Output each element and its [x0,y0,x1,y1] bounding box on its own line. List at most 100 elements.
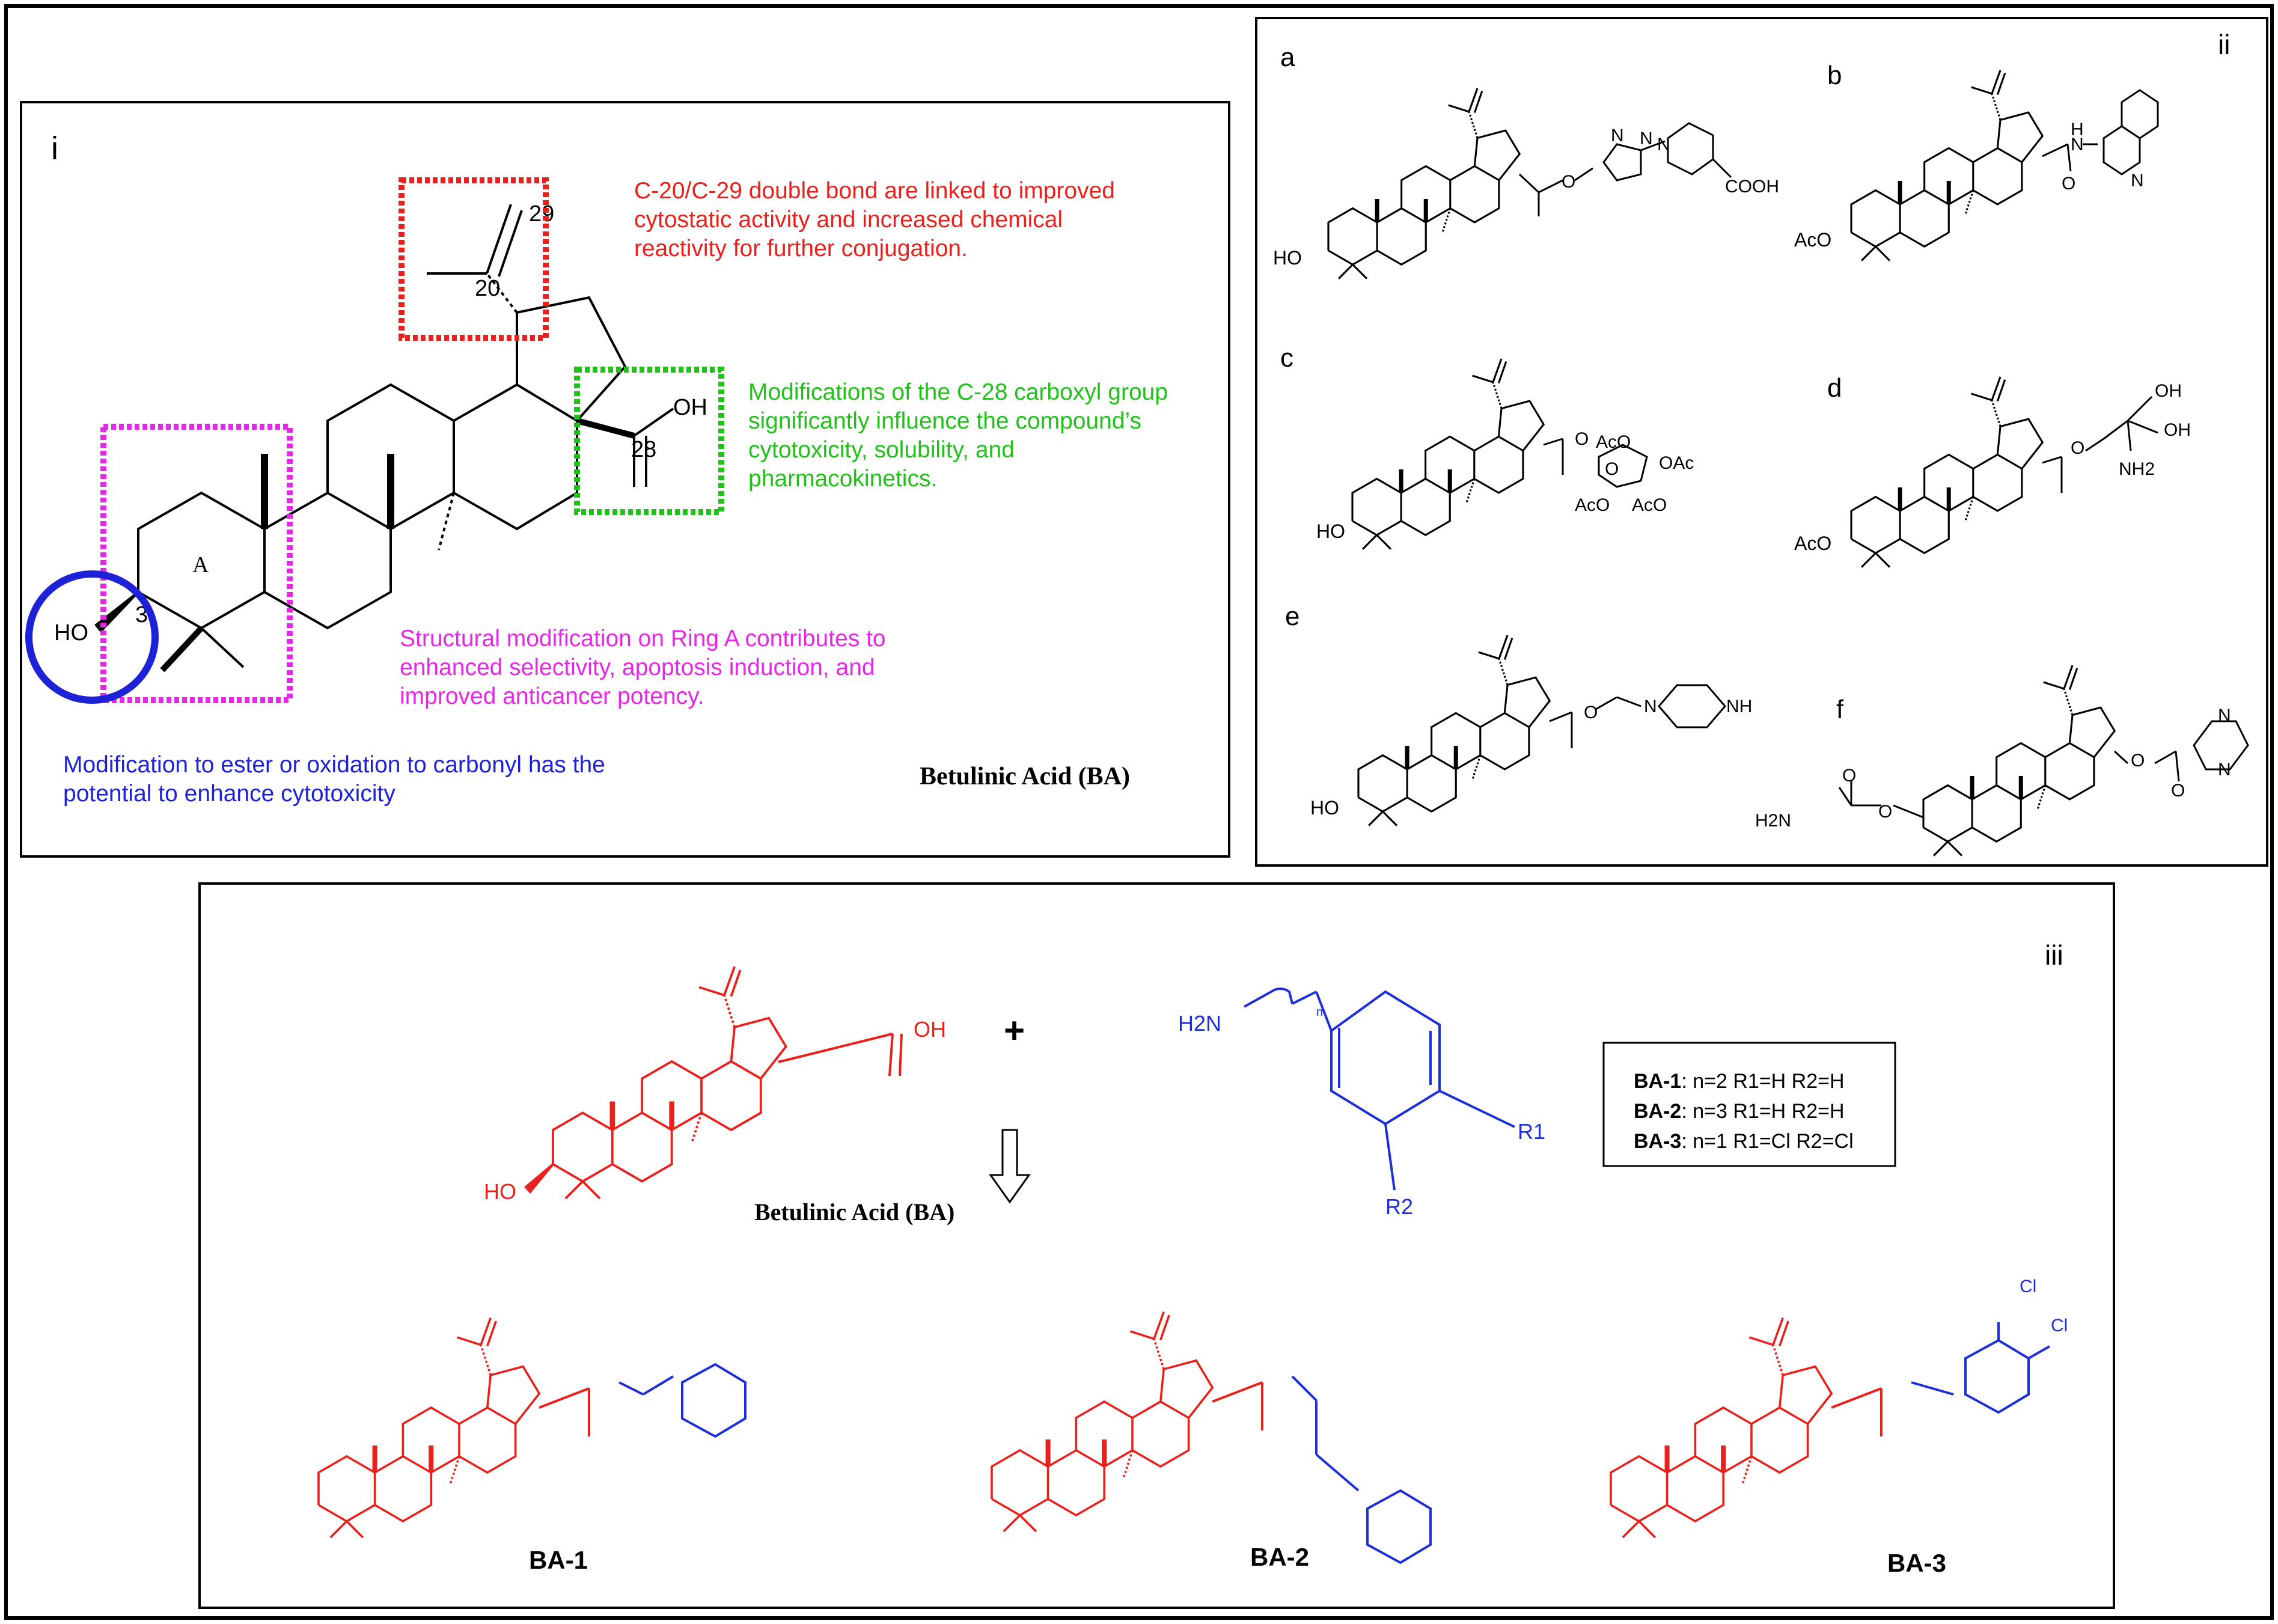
compound-d-oh2: OH [2164,420,2191,440]
panel-ii: ii a HO O N N N COOH b [1255,17,2268,867]
compound-c-aco2: AcO [1575,495,1610,515]
compound-b-n: N [2071,135,2084,154]
compound-f-h2n: H2N [1755,811,1791,831]
compound-c-oac: OAc [1659,453,1694,473]
outer-frame [4,4,2274,1620]
compound-b-n2: N [2131,171,2144,191]
ring-a-label: A [192,552,209,578]
compound-f-o2: O [2171,781,2185,801]
annotation-green-line-2: significantly influence the compound’s [748,408,1141,434]
compound-a-o: O [1562,172,1575,192]
product-ba3-structure: Cl Cl BA-3 [1611,1277,2068,1577]
compound-a-letter: a [1280,43,1295,72]
panel-iii-frame [198,882,2115,1609]
compound-f-n1: N [2218,706,2231,725]
compound-f-o3: O [1842,766,1856,786]
compound-name-ba: Betulinic Acid (BA) [920,763,1130,790]
annotation-ring-a: Structural modification on Ring A contri… [400,626,892,709]
compound-c-letter: c [1280,343,1293,373]
compound-c-o: O [1575,429,1589,449]
annotation-green-line-3: cytotoxicity, solubility, and [748,437,1015,463]
compound-d: d AcO O OH OH NH2 [1794,373,2191,567]
annotation-magenta-line-3: improved anticancer potency. [400,683,704,709]
plus-sign: + [1004,1010,1025,1051]
compound-d-o: O [2071,438,2084,458]
compound-f-letter: f [1836,695,1844,724]
compound-d-letter: d [1827,373,1842,403]
highlight-c3-circle [25,570,159,704]
legend-ba3: BA-3: n=1 R1=Cl R2=Cl [1634,1130,1854,1153]
series-legend: BA-1: n=2 R1=H R2=H BA-2: n=3 R1=H R2=H … [1602,1042,1896,1167]
compound-e-n: N [1644,697,1657,716]
product-ba1-structure: BA-1 [319,1318,747,1574]
compound-a-n2: N [1640,129,1653,148]
reactant-ba-name: Betulinic Acid (BA) [754,1198,954,1226]
compound-a-n1: N [1611,126,1624,145]
annotation-red-line-3: reactivity for further conjugation. [634,236,968,261]
legend-ba2-name: BA-2 [1634,1100,1681,1123]
atom-c29: 29 [529,201,554,227]
legend-box [1602,1042,1896,1167]
product-ba1-name: BA-1 [529,1546,588,1574]
panel-i-frame [20,101,1230,858]
annotation-red-line-2: cytostatic activity and increased chemic… [634,207,1063,233]
compound-c: c HO O AcO OAc AcO AcO O [1280,343,1694,549]
compound-b-h: H [2071,120,2084,139]
compound-f-r3: O [1878,802,1892,822]
compound-b-r3: AcO [1794,229,1831,251]
product-ba3-cl1: Cl [2020,1277,2036,1296]
compound-a-r3: HO [1273,247,1302,269]
reactant-ba-oh: OH [914,1017,946,1042]
annotation-double-bond: C-20/C-29 double bond are linked to impr… [634,178,1122,261]
compound-c-aco3: AcO [1632,495,1667,515]
panel-iii-label: iii [2045,939,2063,971]
compound-d-nh2: NH2 [2119,459,2155,479]
amine-h2n: H2N [1178,1011,1221,1036]
annotation-magenta-line-2: enhanced selectivity, apoptosis inductio… [400,655,875,680]
product-ba2-structure: BA-2 [992,1312,1432,1571]
legend-ba1-rest: : n=2 R1=H R2=H [1681,1070,1844,1093]
annotation-blue-line-2: potential to enhance cytotoxicity [63,781,395,807]
compound-b-o: O [2062,174,2075,194]
compound-d-r3: AcO [1794,533,1831,554]
legend-ba2: BA-2: n=3 R1=H R2=H [1634,1100,1845,1123]
amine-reactant-structure [1244,988,1515,1191]
compound-e-letter: e [1285,602,1299,631]
reaction-arrow [989,1129,1031,1204]
panel-iii: iii OH HO Betulinic Acid (BA) + [198,882,2115,1609]
compound-f-o: O [2131,751,2145,771]
compound-f-n2: N [2218,760,2231,780]
product-ba3-name: BA-3 [1887,1549,1946,1577]
compound-a-n3: N [1657,135,1670,154]
atom-c28: 28 [631,437,656,462]
amine-r2: R2 [1385,1194,1413,1219]
annotation-green-line-1: Modifications of the C-28 carboxyl group [748,379,1168,405]
compound-b: b AcO O H N N [1794,61,2159,261]
product-ba2-name: BA-2 [1250,1543,1309,1571]
panel-i-label: i [51,130,58,166]
annotation-magenta-line-1: Structural modification on Ring A contri… [400,626,886,652]
product-ba3-cl2: Cl [2051,1316,2068,1336]
annotation-carboxyl: Modifications of the C-28 carboxyl group… [748,379,1174,492]
highlight-carboxyl-box [574,367,724,515]
ba-structure-large [94,204,674,673]
panel-i: i [20,101,1230,858]
legend-ba3-rest: : n=1 R1=Cl R2=Cl [1681,1130,1853,1153]
reactant-ba-ho: HO [484,1179,516,1204]
compound-e-nh: NH [1726,697,1752,716]
compound-c-aco1: AcO [1596,432,1631,452]
compound-a-cooh: COOH [1725,177,1779,197]
panel-ii-label: ii [2218,29,2230,60]
panel-ii-frame [1255,17,2268,867]
amine-n: n [1316,1006,1323,1019]
compound-a: a HO O N N N COOH [1273,43,1779,279]
compound-e: e HO O N NH [1285,602,1752,826]
annotation-red-line-1: C-20/C-29 double bond are linked to impr… [634,178,1115,204]
reactant-ba-structure: OH HO Betulinic Acid (BA) [484,966,954,1226]
highlight-ring-a-box [100,424,293,703]
legend-ba2-rest: : n=3 R1=H R2=H [1681,1100,1844,1123]
atom-oh: OH [673,395,707,420]
atom-ho: HO [54,620,88,646]
legend-ba1: BA-1: n=2 R1=H R2=H [1634,1070,1845,1093]
annotation-green-line-4: pharmacokinetics. [748,466,937,492]
